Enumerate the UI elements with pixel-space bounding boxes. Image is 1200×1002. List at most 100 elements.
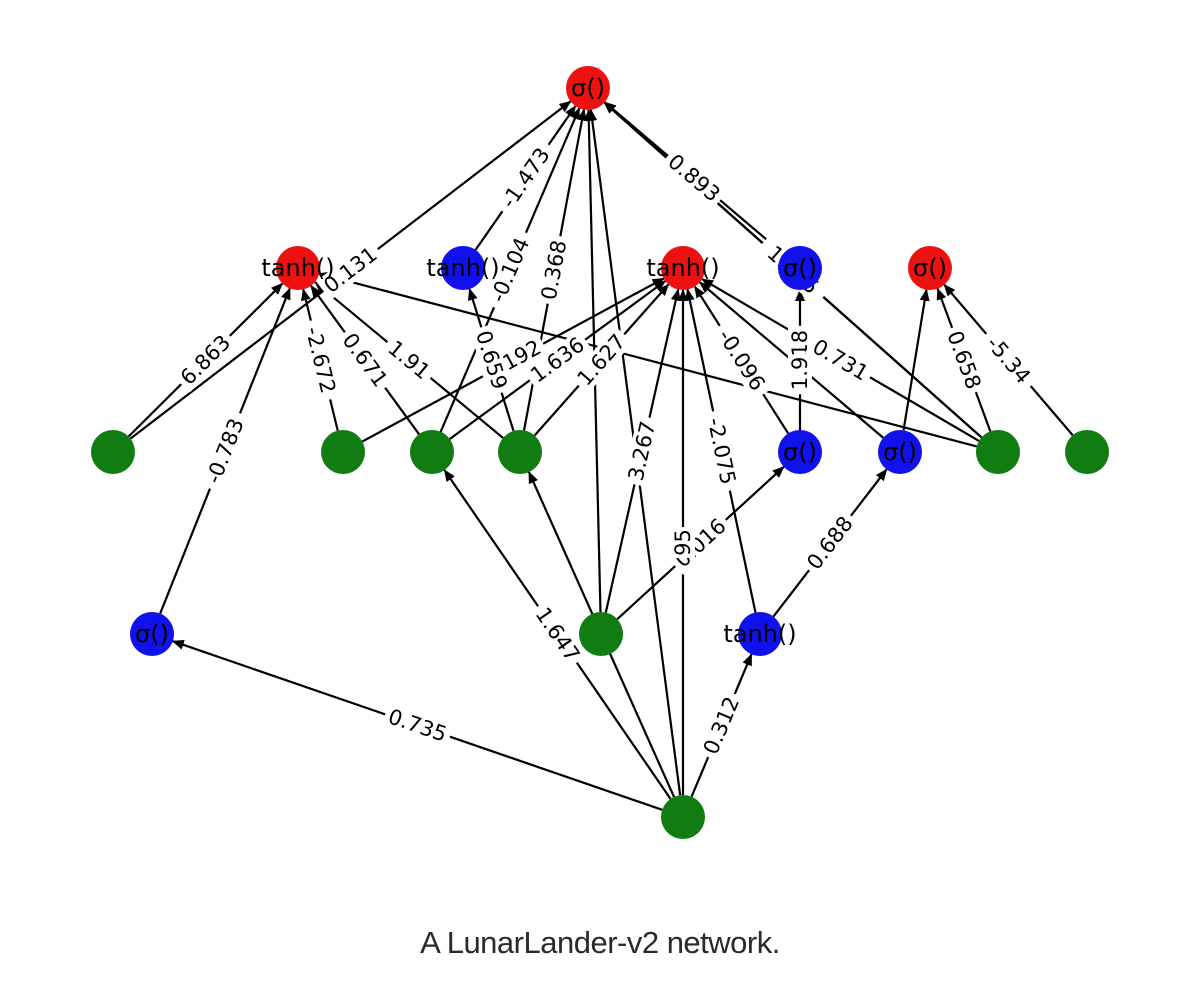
edge-weight-label: -0.096: [709, 319, 774, 401]
node-activation-label: tanh(): [261, 254, 334, 282]
edge-weight-background: [522, 330, 593, 390]
input-node-circle: [321, 430, 365, 474]
hidden-node-circle: [130, 612, 174, 656]
node-activation-label: σ(): [783, 438, 817, 466]
edge-weight-background: [198, 408, 252, 494]
node-activation-label: σ(): [913, 254, 947, 282]
node-out2: tanh(): [261, 246, 335, 290]
edge-weight-text: 0.893: [663, 149, 724, 206]
edge-weight-text: 0.735: [385, 704, 450, 746]
edge-weight-label: -2.672: [299, 317, 342, 403]
edge-weight-background: [528, 599, 587, 670]
edge-weight-background: [469, 323, 514, 397]
node-h4: σ(): [778, 430, 822, 474]
edge-weight-background: [316, 239, 385, 301]
edge-weight-label: -0.783: [198, 408, 252, 494]
node-out1: σ(): [566, 66, 610, 110]
node-activation-label: tanh(): [646, 254, 719, 282]
edge-weight-text: -1.473: [496, 143, 554, 212]
input-node-circle: [1065, 430, 1109, 474]
edge-weight-background: [381, 702, 454, 749]
edge-weight-background: [335, 325, 395, 395]
node-activation-label: σ(): [135, 620, 169, 648]
node-activation-label: tanh(): [426, 254, 499, 282]
edge-weight-background: [172, 327, 239, 393]
edge-weight-label: 0.368: [535, 234, 573, 306]
node-in4: [498, 430, 542, 474]
hidden-node-circle: [878, 430, 922, 474]
edge-weight-background: [483, 228, 537, 312]
edge-weight-text: 0.688: [802, 512, 858, 574]
input-node-circle: [661, 795, 705, 839]
edge-weight-background: [379, 332, 439, 388]
edge-weight-background: [940, 323, 988, 397]
node-h6: tanh(): [723, 612, 797, 656]
edge-weight-label: 0.893: [660, 146, 728, 210]
edge-weight-background: [701, 408, 742, 494]
edge-h5-out4: [902, 288, 930, 431]
edge-weight-label: 95: [671, 527, 695, 558]
input-node-circle: [91, 430, 135, 474]
output-node-circle: [566, 66, 610, 110]
edge-weight-background: [667, 511, 734, 575]
edge-weight-background: [804, 332, 877, 388]
node-out3: tanh(): [646, 246, 720, 290]
edge-weight-label: 1.647: [528, 599, 587, 670]
node-in6: [976, 430, 1020, 474]
edge-weight-background: [709, 319, 774, 401]
edge-weight-label: 0.735: [381, 702, 454, 749]
hidden-node-circle: [441, 246, 485, 290]
edge-weight-text: 1.647: [531, 603, 585, 666]
node-in1: [91, 430, 135, 474]
edge-weight-background: [299, 317, 342, 403]
node-h2: σ(): [130, 612, 174, 656]
edge-weight-text: 95: [671, 529, 695, 556]
node-h1: tanh(): [426, 246, 500, 290]
edge-weight-label: 0.671: [335, 325, 395, 395]
input-node-circle: [976, 430, 1020, 474]
node-activation-label: σ(): [571, 74, 605, 102]
edge-weight-label: 6.863: [172, 327, 239, 393]
edge-weight-background: [569, 326, 634, 394]
edge-weight-text: -2.075: [703, 415, 740, 486]
output-node-circle: [276, 246, 320, 290]
edge-weight-text: -2.672: [301, 324, 340, 395]
nodes-layer: σ() tanh() tanh() σ() tanh() σ() σ() σ() σ() tanh…: [91, 66, 1109, 839]
input-node-circle: [410, 430, 454, 474]
input-node-circle: [498, 430, 542, 474]
edge-in6-out2: [318, 271, 978, 448]
edges-layer: [127, 100, 1074, 811]
edge-weight-background: [660, 146, 728, 210]
edge-weight-background: [622, 414, 662, 488]
node-in3: [410, 430, 454, 474]
node-in7: [1065, 430, 1109, 474]
edge-weight-label: -2.075: [701, 408, 742, 494]
output-node-circle: [908, 246, 952, 290]
node-in2: [321, 430, 365, 474]
hidden-node-circle: [778, 430, 822, 474]
hidden-node-circle: [778, 246, 822, 290]
edge-weight-background: [799, 508, 861, 578]
node-activation-label: σ(): [783, 254, 817, 282]
input-node-circle: [579, 612, 623, 656]
edge-weight-label: 1.918: [788, 325, 812, 395]
output-node-circle: [661, 246, 705, 290]
node-in5: [579, 612, 623, 656]
edge-weight-label: 0.688: [799, 508, 861, 578]
edge-weight-text: 0.731: [808, 334, 872, 385]
edge-weight-background: [535, 234, 573, 306]
edge-weight-text: 3.267: [624, 419, 661, 483]
node-h3: σ(): [778, 246, 822, 290]
node-in8: [661, 795, 705, 839]
edge-weight-text: 0.368: [537, 238, 572, 302]
edge-weight-background: [671, 527, 695, 558]
edge-weight-text: -0.783: [201, 415, 248, 487]
edge-weight-label: 3.267: [622, 414, 662, 488]
edge-weight-label: 0.312: [697, 689, 746, 762]
edge-weight-text: 0.312: [699, 693, 744, 758]
edge-weight-background: [977, 326, 1040, 394]
node-h5: σ(): [878, 430, 922, 474]
node-activation-label: tanh(): [723, 620, 796, 648]
edge-weight-label: 0.658: [940, 323, 988, 397]
